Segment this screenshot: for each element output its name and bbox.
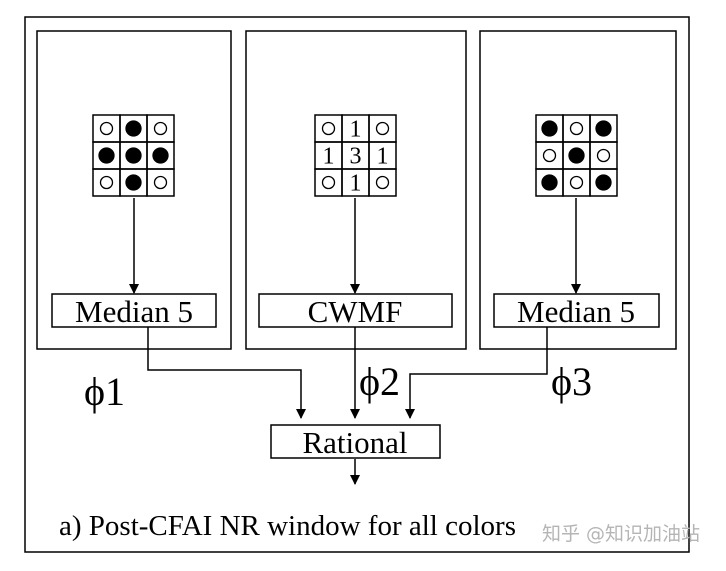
grid-weight: 1 (350, 117, 362, 143)
open-dot (569, 175, 584, 190)
phi-label-3: ϕ3 (551, 359, 592, 404)
filled-dot (98, 147, 115, 164)
filter-box-right (493, 293, 660, 328)
rational-label: Rational (302, 425, 407, 460)
rational-box (270, 424, 441, 459)
filter-label-center: CWMF (308, 294, 403, 329)
open-dot (542, 148, 557, 163)
panel-right-box (479, 30, 677, 350)
grid-cell (589, 168, 618, 197)
filter-label-left: Median 5 (75, 294, 193, 329)
open-dot (153, 175, 168, 190)
panel-left-box (36, 30, 232, 350)
kernel-grid-left (92, 114, 175, 197)
watermark-text: 知乎 @知识加油站 (542, 523, 700, 545)
open-dot (321, 175, 336, 190)
filled-dot (541, 174, 558, 191)
grid-weight: 1 (323, 144, 335, 170)
filled-dot (541, 120, 558, 137)
grid-weight: 1 (377, 144, 389, 170)
phi-label-1: ϕ1 (84, 369, 125, 414)
grid-weight: 1 (350, 171, 362, 197)
open-dot (596, 148, 611, 163)
open-dot (569, 121, 584, 136)
caption: a) Post-CFAI NR window for all colors (59, 510, 516, 542)
filled-dot (125, 174, 142, 191)
connector-right-to-rational (405, 327, 548, 419)
filled-dot (595, 120, 612, 137)
open-dot (321, 121, 336, 136)
grid-weight: 3 (350, 144, 362, 170)
open-dot (99, 175, 114, 190)
filled-dot (125, 120, 142, 137)
panel-center-box (245, 30, 467, 350)
grid-cell (146, 168, 175, 197)
open-dot (375, 121, 390, 136)
filled-dot (595, 174, 612, 191)
open-dot (153, 121, 168, 136)
kernel-grid-right (535, 114, 618, 197)
filled-dot (152, 147, 169, 164)
open-dot (375, 175, 390, 190)
open-dot (99, 121, 114, 136)
filled-dot (568, 147, 585, 164)
filter-label-right: Median 5 (517, 294, 635, 329)
filled-dot (125, 147, 142, 164)
phi-label-2: ϕ2 (359, 359, 400, 404)
grid-cell (368, 168, 397, 197)
filter-box-left (51, 293, 217, 328)
connector-left-to-rational (147, 327, 306, 419)
outer-frame (24, 16, 690, 553)
